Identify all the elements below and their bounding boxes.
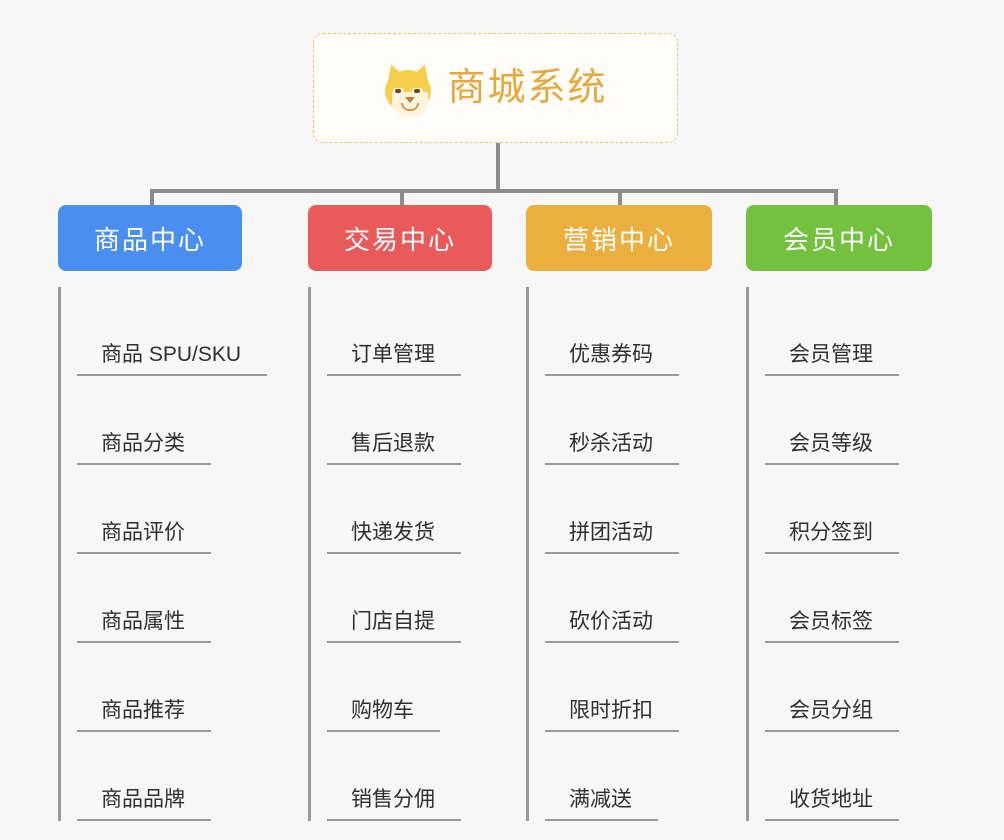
leaf-item[interactable]: 积分签到 [751,465,966,554]
leaf-item-label: 订单管理 [327,344,461,376]
leaf-item-label: 销售分佣 [327,789,461,821]
leaf-item-label: 商品品牌 [77,789,211,821]
leaf-item-label: 砍价活动 [545,611,679,643]
leaf-item-label: 商品 SPU/SKU [77,344,268,376]
leaf-item[interactable]: 拼团活动 [531,465,746,554]
leaf-item-label: 限时折扣 [545,700,679,732]
leaf-item[interactable]: 会员管理 [751,287,966,376]
leaf-item-label: 拼团活动 [545,522,679,554]
dog-nose-icon [405,97,416,103]
leaf-item-label: 积分签到 [765,522,899,554]
branch-column-1: 交易中心订单管理售后退款快递发货门店自提购物车销售分佣 [308,205,538,821]
leaf-item[interactable]: 会员等级 [751,376,966,465]
leaf-item[interactable]: 会员分组 [751,643,966,732]
connector-stem [496,143,500,193]
branch-column-0: 商品中心商品 SPU/SKU 商品分类商品评价商品属性商品推荐商品品牌 [58,205,318,821]
leaf-item-label: 满减送 [545,789,658,821]
branch-header-1[interactable]: 交易中心 [308,205,492,271]
leaf-item[interactable]: 商品评价 [63,465,318,554]
leaf-item-label: 会员等级 [765,433,899,465]
leaf-item-label: 商品评价 [77,522,211,554]
leaf-item[interactable]: 限时折扣 [531,643,746,732]
root-node[interactable]: 商城系统 [313,33,678,143]
leaf-item-label: 优惠券码 [545,344,679,376]
leaf-item-label: 收货地址 [765,789,899,821]
connector-bus [150,189,838,193]
branch-header-0[interactable]: 商品中心 [58,205,242,271]
connector-drop-4 [834,189,838,211]
leaf-item-label: 会员管理 [765,344,899,376]
leaf-item[interactable]: 门店自提 [313,554,538,643]
branch-leaf-list-3: 会员管理会员等级积分签到会员标签会员分组收货地址 [746,287,966,821]
branch-header-3[interactable]: 会员中心 [746,205,932,271]
leaf-item[interactable]: 商品属性 [63,554,318,643]
dog-eye-left-icon [393,88,405,94]
leaf-item-label: 购物车 [327,700,440,732]
leaf-item-label: 门店自提 [327,611,461,643]
connector-drop-3 [618,189,622,211]
leaf-item-label: 会员标签 [765,611,899,643]
leaf-item-label: 商品属性 [77,611,211,643]
branch-leaf-list-1: 订单管理售后退款快递发货门店自提购物车销售分佣 [308,287,538,821]
leaf-item-label: 售后退款 [327,433,461,465]
leaf-item[interactable]: 快递发货 [313,465,538,554]
leaf-item[interactable]: 订单管理 [313,287,538,376]
branch-leaf-list-2: 优惠券码秒杀活动拼团活动砍价活动限时折扣满减送 [526,287,746,821]
branch-column-2: 营销中心优惠券码秒杀活动拼团活动砍价活动限时折扣满减送 [526,205,746,821]
dog-face-icon [382,61,435,117]
leaf-item[interactable]: 售后退款 [313,376,538,465]
leaf-item[interactable]: 收货地址 [751,732,966,821]
leaf-item[interactable]: 优惠券码 [531,287,746,376]
branch-leaf-list-0: 商品 SPU/SKU 商品分类商品评价商品属性商品推荐商品品牌 [58,287,318,821]
leaf-item-label: 商品推荐 [77,700,211,732]
leaf-item[interactable]: 满减送 [531,732,746,821]
leaf-item[interactable]: 商品分类 [63,376,318,465]
leaf-item[interactable]: 会员标签 [751,554,966,643]
connector-drop-2 [400,189,404,211]
leaf-item[interactable]: 销售分佣 [313,732,538,821]
leaf-item-label: 会员分组 [765,700,899,732]
leaf-item[interactable]: 购物车 [313,643,538,732]
dog-head-icon [385,70,432,117]
branch-header-2[interactable]: 营销中心 [526,205,712,271]
leaf-item[interactable]: 秒杀活动 [531,376,746,465]
connector-drop-1 [150,189,154,211]
leaf-item-label: 快递发货 [327,522,461,554]
leaf-item-label: 秒杀活动 [545,433,679,465]
branch-column-3: 会员中心会员管理会员等级积分签到会员标签会员分组收货地址 [746,205,966,821]
leaf-item[interactable]: 商品品牌 [63,732,318,821]
dog-eye-right-icon [412,88,424,94]
leaf-item[interactable]: 商品 SPU/SKU [63,287,318,376]
leaf-item-label: 商品分类 [77,433,211,465]
root-title: 商城系统 [447,67,608,109]
leaf-item[interactable]: 商品推荐 [63,643,318,732]
leaf-item[interactable]: 砍价活动 [531,554,746,643]
